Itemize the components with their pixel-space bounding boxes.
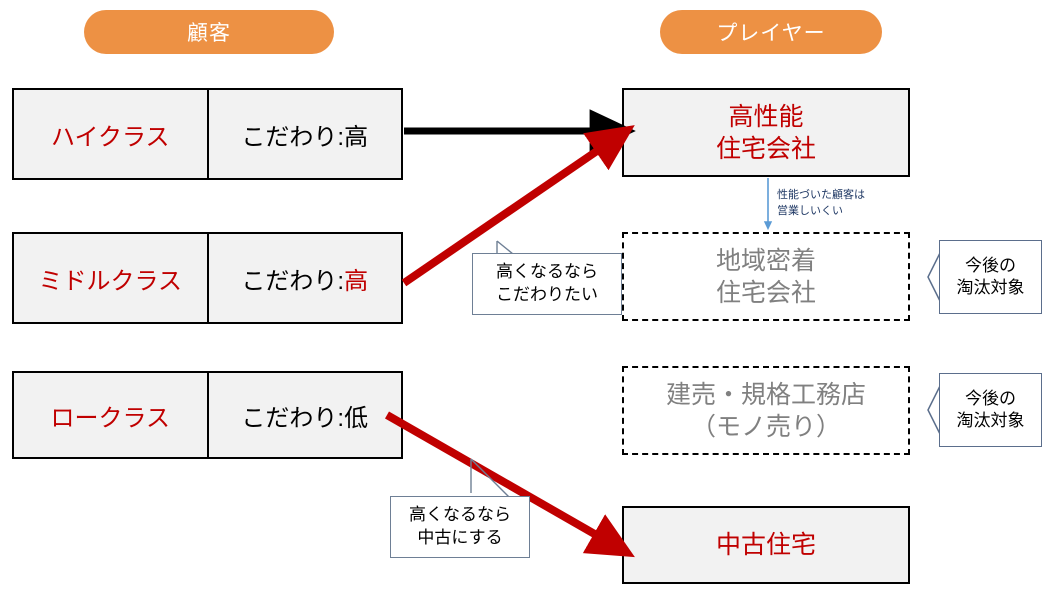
player-box-high-performance-text: 高性能 住宅会社 [716,101,816,165]
bubble-local-builder-elimination: 今後の 淘汰対象 [939,240,1042,314]
customer-segment-high-attr-label: こだわり: [241,123,345,151]
player-line-2: 住宅会社 [715,134,816,163]
bubble-line-1: 今後の [965,388,1016,408]
player-box-used-home[interactable]: 中古住宅 [622,506,910,584]
player-box-high-performance[interactable]: 高性能 住宅会社 [622,88,910,177]
customer-segment-middle-attr-value: 高 [344,267,369,295]
player-line-1: 高性能 [728,102,804,131]
customer-segment-middle-name: ミドルクラス [14,234,209,322]
bubble-local-builder-text: 今後の 淘汰対象 [957,255,1025,300]
customer-segment-low[interactable]: ロークラス こだわり:低 [12,371,403,459]
customer-segment-high-attr: こだわり:高 [209,90,402,178]
customer-segment-middle[interactable]: ミドルクラス こだわり:高 [12,232,403,324]
callout-low-class: 高くなるなら 中古にする [390,496,530,558]
player-line-2: （モノ売り） [690,412,841,441]
callout-line-2: 中古にする [417,528,503,547]
header-pill-customer-label: 顧客 [187,22,231,45]
leader-line-low-callout-b [470,458,510,498]
player-line-1: 建売・規格工務店 [665,380,866,409]
player-line-1: 中古住宅 [715,531,816,559]
customer-segment-low-name: ロークラス [14,373,209,457]
header-pill-player: プレイヤー [660,10,882,54]
callout-middle-class: 高くなるなら こだわりたい [472,253,622,315]
player-box-local-builder[interactable]: 地域密着 住宅会社 [622,232,910,321]
bubble-line-1: 今後の [965,255,1016,275]
customer-segment-high-name: ハイクラス [14,90,209,178]
callout-line-1: 高くなるなら [496,262,598,282]
customer-segment-high-attr-value: 高 [344,123,369,151]
player-line-1: 地域密着 [715,246,816,275]
bubble-line-2: 淘汰対象 [956,411,1025,430]
header-pill-player-label: プレイヤー [716,22,826,45]
bubble-spec-builder-text: 今後の 淘汰対象 [957,388,1025,433]
player-box-used-home-text: 中古住宅 [716,529,816,561]
customer-segment-low-attr: こだわり:低 [209,373,402,457]
customer-segment-high[interactable]: ハイクラス こだわり:高 [12,88,403,180]
player-box-spec-builder-text: 建売・規格工務店 （モノ売り） [666,379,866,443]
callout-line-1: 高くなるなら [409,505,511,525]
bubble-line-2: 淘汰対象 [956,278,1025,297]
customer-segment-middle-attr: こだわり:高 [209,234,402,322]
customer-segment-low-attr-label: こだわり: [241,404,345,432]
note-performance-customers: 性能づいた顧客は 営業しいくい [777,189,865,217]
header-pill-customer: 顧客 [84,10,334,54]
customer-segment-low-attr-value: 低 [344,404,369,432]
player-box-spec-builder[interactable]: 建売・規格工務店 （モノ売り） [622,366,910,455]
player-box-local-builder-text: 地域密着 住宅会社 [716,245,816,309]
callout-middle-class-text: 高くなるなら こだわりたい [496,261,598,307]
customer-segment-middle-attr-label: こだわり: [241,267,345,295]
callout-low-class-text: 高くなるなら 中古にする [409,504,511,550]
callout-line-2: こだわりたい [496,285,598,304]
player-line-2: 住宅会社 [715,278,816,307]
bubble-spec-builder-elimination: 今後の 淘汰対象 [939,373,1042,447]
